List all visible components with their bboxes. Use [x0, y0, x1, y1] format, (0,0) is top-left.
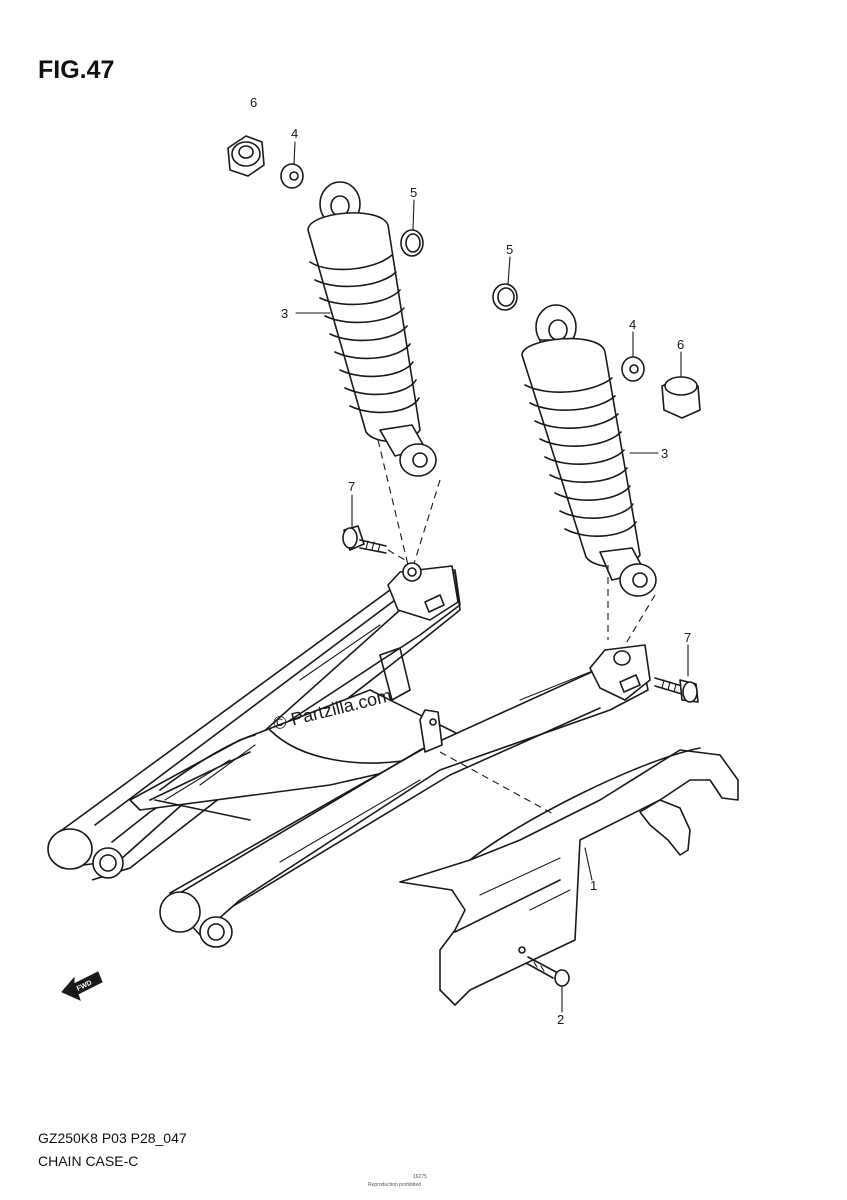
fwd-arrow-icon: FWD	[61, 971, 103, 1001]
washer-5-left	[400, 229, 424, 257]
callout-4-right: 4	[629, 317, 636, 332]
callout-7-right: 7	[684, 630, 691, 645]
callout-1: 1	[590, 878, 597, 893]
shock-absorber-left	[307, 181, 441, 571]
callout-5-left: 5	[410, 185, 417, 200]
washer-4-right	[621, 356, 645, 382]
figure-title: FIG.47	[38, 56, 114, 84]
fine-print-id: 16275	[413, 1174, 427, 1180]
model-code: GZ250K8 P03 P28_047	[38, 1130, 187, 1146]
nut-6-right	[661, 376, 701, 419]
callout-7-left: 7	[348, 479, 355, 494]
section-name: CHAIN CASE-C	[38, 1153, 138, 1169]
callout-6-right: 6	[677, 337, 684, 352]
callout-2: 2	[557, 1012, 564, 1027]
callout-3-right: 3	[661, 446, 668, 461]
chain-case	[399, 747, 739, 1006]
callout-leaders	[293, 141, 689, 1013]
bolt-7-left	[342, 525, 422, 582]
callout-4-left: 4	[291, 126, 298, 141]
bolt-7-right	[613, 650, 699, 703]
swingarm	[47, 565, 651, 948]
fine-print-copyright: Reproduction prohibited	[368, 1182, 421, 1188]
washer-5-right	[492, 283, 518, 311]
callout-6-left: 6	[250, 95, 257, 110]
nut-6-left	[227, 135, 265, 177]
screw-2	[525, 956, 570, 987]
shock-absorber-right	[521, 304, 657, 646]
callout-3-left: 3	[281, 306, 288, 321]
callout-5-right: 5	[506, 242, 513, 257]
washer-4-left	[280, 163, 304, 189]
